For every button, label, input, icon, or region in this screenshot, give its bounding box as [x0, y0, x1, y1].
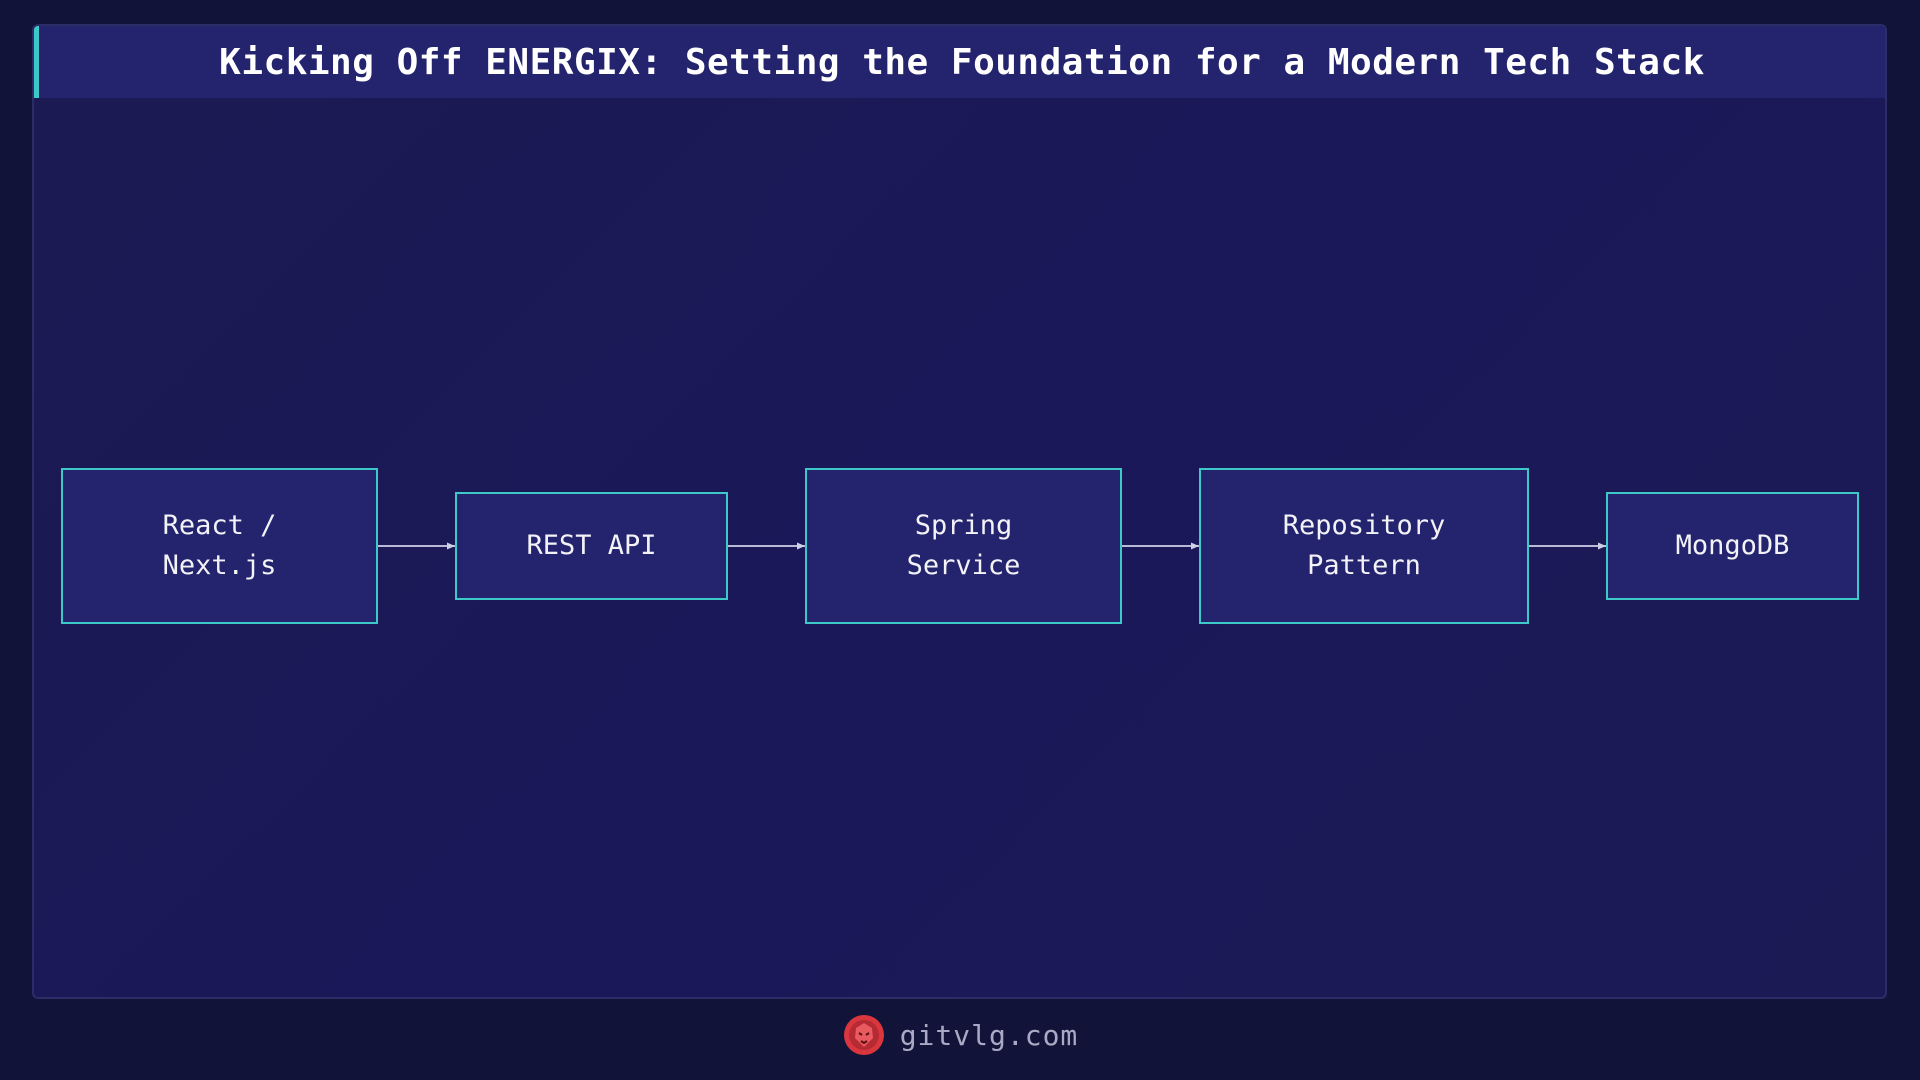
- node-mongo-line1: MongoDB: [1675, 530, 1790, 561]
- title-bar: Kicking Off ENERGIX: Setting the Foundat…: [34, 26, 1885, 98]
- node-react-line2: Next.js: [162, 550, 277, 581]
- node-spring-line2: Service: [906, 550, 1021, 581]
- node-react-line1: React /: [162, 510, 277, 541]
- node-mongodb: MongoDB: [1606, 492, 1859, 600]
- node-rest-api: REST API: [455, 492, 728, 600]
- footer-site-link[interactable]: gitvlg.com: [899, 1018, 1079, 1052]
- footer: gitvlg.com: [0, 1010, 1920, 1060]
- node-spring-line1: Spring: [914, 510, 1013, 541]
- node-repo-line1: Repository: [1282, 510, 1446, 541]
- node-repo-line2: Pattern: [1307, 550, 1421, 581]
- node-repository-pattern: Repository Pattern: [1199, 468, 1529, 624]
- lion-head-icon: [843, 1015, 884, 1055]
- node-spring-service: Spring Service: [805, 468, 1122, 624]
- node-rest-line1: REST API: [526, 530, 657, 561]
- page-title: Kicking Off ENERGIX: Setting the Foundat…: [219, 41, 1705, 83]
- node-react-nextjs: React / Next.js: [61, 468, 378, 624]
